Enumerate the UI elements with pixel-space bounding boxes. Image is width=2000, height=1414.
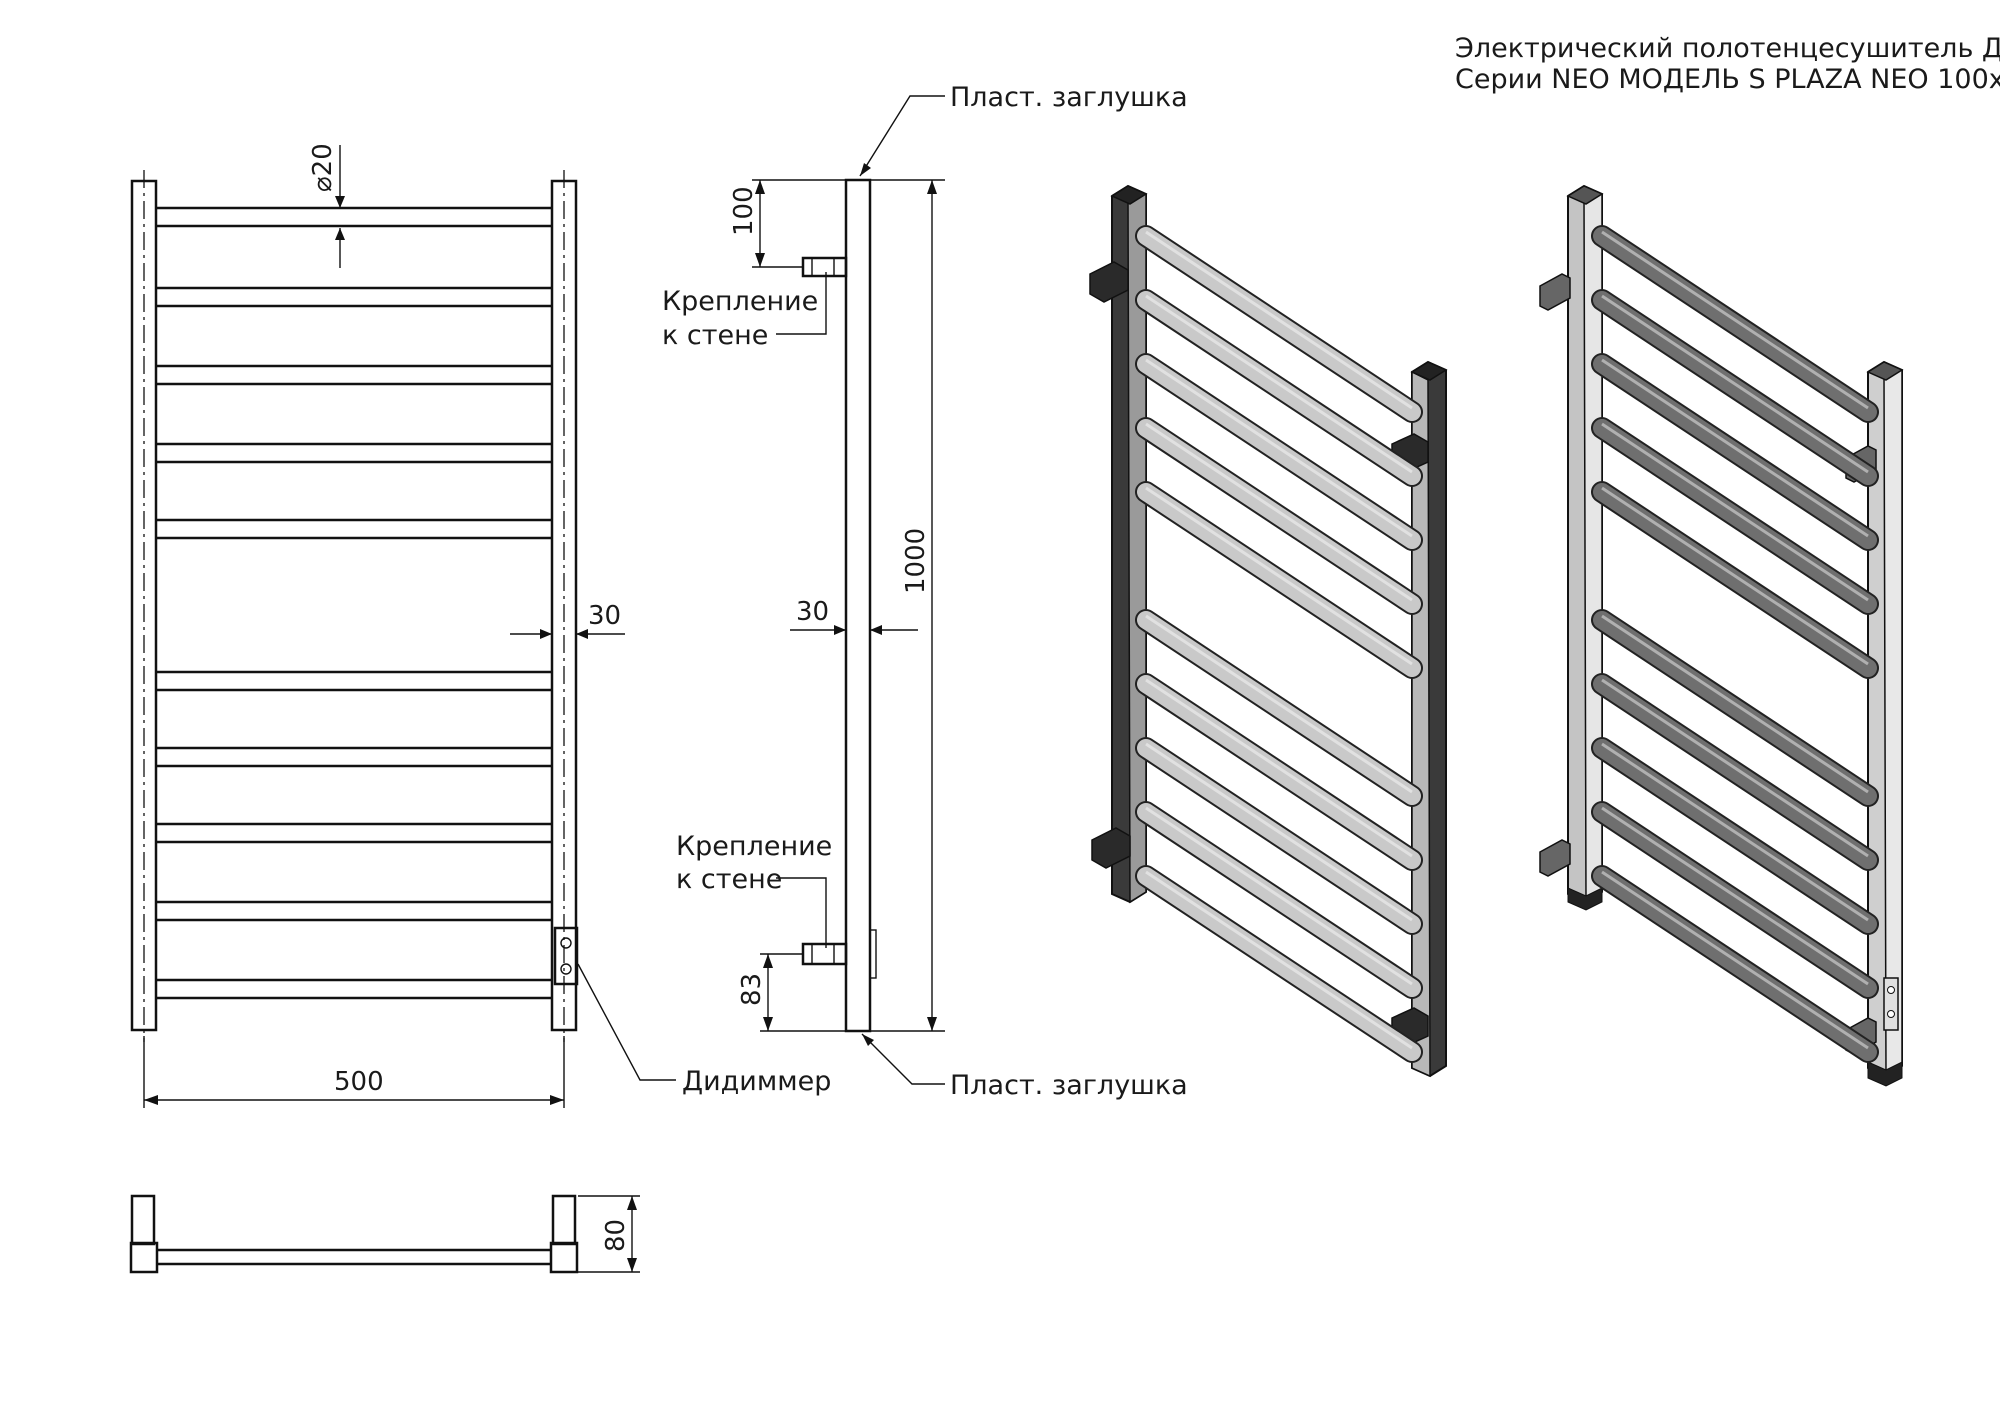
front-rail (156, 746, 552, 768)
dim-diameter: ⌀20 (308, 143, 338, 192)
dimmer-knob-1 (560, 937, 572, 949)
front-rail (156, 442, 552, 464)
iso-rail (1591, 353, 1879, 551)
iso-rail (1591, 225, 1879, 423)
iso-rail (1135, 225, 1423, 423)
label-mount-bottom-1: Крепление (676, 831, 832, 862)
iso-rail (1135, 417, 1423, 615)
dim-offset-front: 30 (588, 601, 621, 631)
label-cap-top: Пласт. заглушка (950, 82, 1188, 113)
iso-rail (1135, 289, 1423, 487)
dim-width: 500 (334, 1067, 384, 1097)
dimmer-knob-2 (560, 963, 572, 975)
iso-rail (1591, 289, 1879, 487)
iso-rail (1135, 673, 1423, 871)
iso-rail (1591, 609, 1879, 807)
plan-view: 80 (129, 1194, 640, 1274)
front-rail (156, 900, 552, 922)
side-view: 100 1000 30 83 Пласт. заглушка Крепление… (662, 82, 1188, 1101)
iso-rail (1591, 737, 1879, 935)
front-view: ⌀20 30 500 Дидиммер (130, 143, 831, 1108)
label-mount-top-2: к стене (662, 320, 768, 351)
iso-view-front (1089, 184, 1448, 1078)
iso-rail (1135, 801, 1423, 999)
front-rail (156, 670, 552, 692)
iso-rail (1135, 865, 1423, 1063)
front-rail (156, 518, 552, 540)
iso-rail (1591, 673, 1879, 871)
iso-rail (1135, 353, 1423, 551)
front-rail (156, 978, 552, 1000)
front-rail (156, 364, 552, 386)
front-rail (156, 822, 552, 844)
title-line-2: Серии NEO МОДЕЛЬ S PLAZA NEO 100x50x90 (1455, 64, 2000, 95)
iso-rail (1135, 737, 1423, 935)
side-mount-top (801, 256, 848, 278)
dim-offset-side: 30 (796, 597, 829, 627)
label-mount-bottom-2: к стене (676, 864, 782, 895)
iso-rail (1591, 865, 1879, 1063)
title-line-1: Электрический полотенцесушитель ДВИН (1455, 33, 2000, 64)
dim-depth: 80 (601, 1219, 631, 1252)
front-rail (156, 286, 552, 308)
front-rail (156, 206, 552, 228)
front-rails (156, 206, 552, 1000)
iso-rail (1591, 481, 1879, 679)
iso-rail (1591, 417, 1879, 615)
side-post (844, 178, 872, 1033)
label-dimmer: Дидиммер (682, 1066, 831, 1097)
dimmer-box (553, 926, 579, 986)
iso-rail (1135, 481, 1423, 679)
iso-rail (1591, 801, 1879, 999)
side-mount-bottom (801, 942, 848, 966)
label-cap-bottom: Пласт. заглушка (950, 1070, 1188, 1101)
label-mount-top-1: Крепление (662, 286, 818, 317)
iso-view-rear (1539, 184, 1904, 1087)
dim-top-mount: 100 (729, 186, 759, 236)
dim-bottom-mount: 83 (737, 973, 767, 1006)
iso-rail (1135, 609, 1423, 807)
dim-height: 1000 (901, 528, 931, 594)
